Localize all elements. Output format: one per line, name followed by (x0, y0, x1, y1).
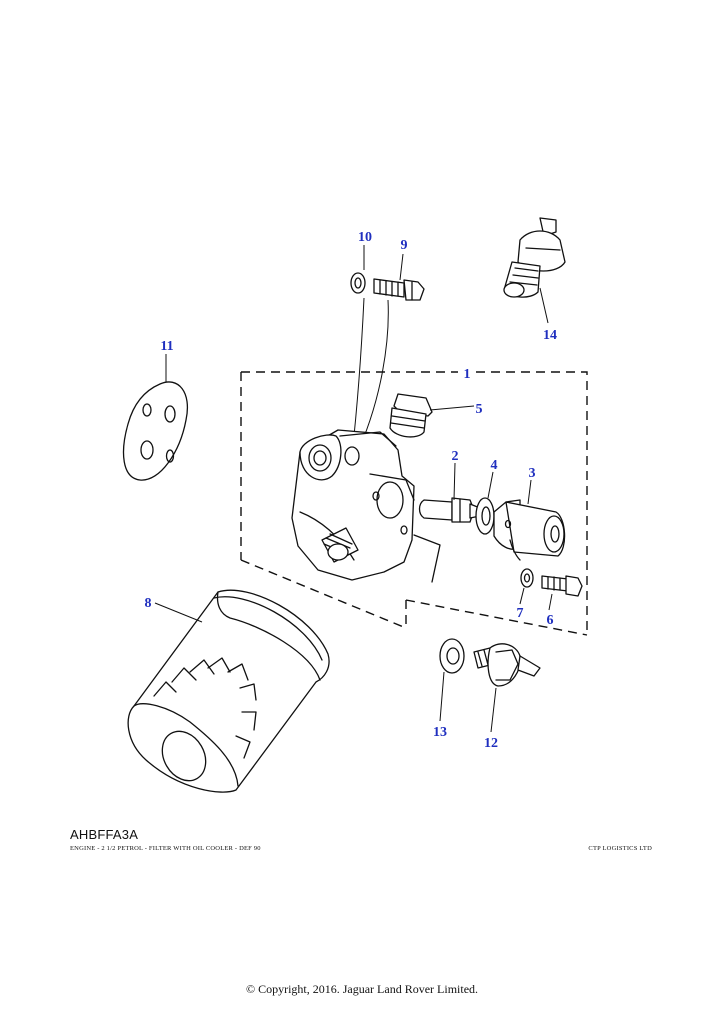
part-washer-7 (520, 568, 534, 588)
callout-2: 2 (452, 449, 459, 464)
part-plug-5 (389, 393, 433, 438)
callout-1: 1 (464, 367, 471, 382)
copyright-notice: © Copyright, 2016. Jaguar Land Rover Lim… (245, 982, 479, 996)
part-filter-8 (127, 589, 330, 793)
callout-13: 13 (433, 725, 447, 740)
part-switch-12 (473, 643, 541, 687)
callout-numbers: 1 2 3 4 5 6 7 8 9 10 11 12 13 14 (145, 230, 558, 751)
part-bolt-6 (541, 575, 583, 597)
callout-10: 10 (358, 230, 372, 245)
callout-11: 11 (160, 339, 173, 354)
callout-7: 7 (517, 606, 524, 621)
callout-14: 14 (543, 328, 557, 343)
callout-3: 3 (529, 466, 536, 481)
part-washer-13 (439, 638, 465, 674)
callout-9: 9 (401, 238, 408, 253)
diagram-reference-code: AHBFFA3A (70, 827, 139, 842)
part-stem-2 (418, 497, 481, 523)
part-sender-14 (503, 217, 566, 298)
part-washer-4 (475, 497, 495, 535)
callout-5: 5 (476, 402, 483, 417)
callout-8: 8 (145, 596, 152, 611)
callout-4: 4 (491, 458, 498, 473)
assembly-boundary (240, 371, 588, 636)
leader-lines (154, 245, 553, 733)
part-adaptor-3 (493, 499, 566, 561)
callout-12: 12 (484, 736, 498, 751)
part-bolt-9 (373, 278, 425, 301)
callout-6: 6 (547, 613, 554, 628)
part-washer-10 (350, 272, 366, 294)
diagram-caption: ENGINE - 2 1/2 PETROL - FILTER WITH OIL … (70, 845, 261, 852)
vendor-name: CTP LOGISTICS LTD (588, 845, 652, 852)
part-gasket-11 (122, 381, 188, 481)
part-housing-1 (291, 429, 441, 583)
